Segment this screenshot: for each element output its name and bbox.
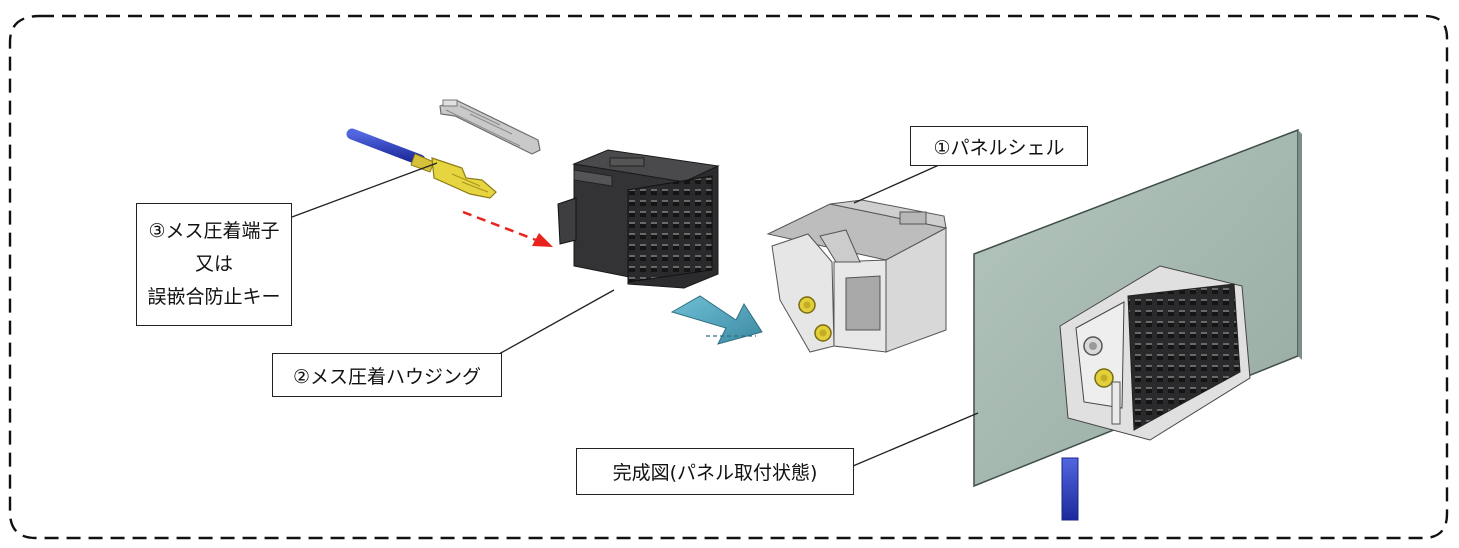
- panel-shell: [766, 199, 948, 353]
- leader-lines: [291, 162, 979, 467]
- label-panel-shell: ①パネルシェル: [910, 126, 1088, 166]
- label-terminal-line-1: ③メス圧着端子: [148, 220, 280, 242]
- label-completed-text: 完成図(パネル取付状態): [612, 462, 818, 484]
- label-terminal-line-3: 誤嵌合防止キー: [147, 286, 281, 308]
- cable-with-terminal: [346, 128, 497, 199]
- panel-assembly: [973, 128, 1302, 521]
- dashed-border: [8, 14, 1449, 540]
- label-terminal-line-2: 又は: [194, 253, 233, 275]
- crimp-housing: [557, 149, 720, 289]
- insert-arrow: [462, 210, 553, 247]
- terminal-part: [439, 99, 541, 155]
- move-arrow: [670, 295, 763, 345]
- label-panel-shell-text: ①パネルシェル: [933, 136, 1065, 159]
- label-housing: ②メス圧着ハウジング: [272, 353, 502, 397]
- label-completed: 完成図(パネル取付状態): [576, 448, 854, 495]
- label-terminal: ③メス圧着端子 又は 誤嵌合防止キー: [136, 203, 292, 326]
- label-housing-text: ②メス圧着ハウジング: [292, 365, 482, 388]
